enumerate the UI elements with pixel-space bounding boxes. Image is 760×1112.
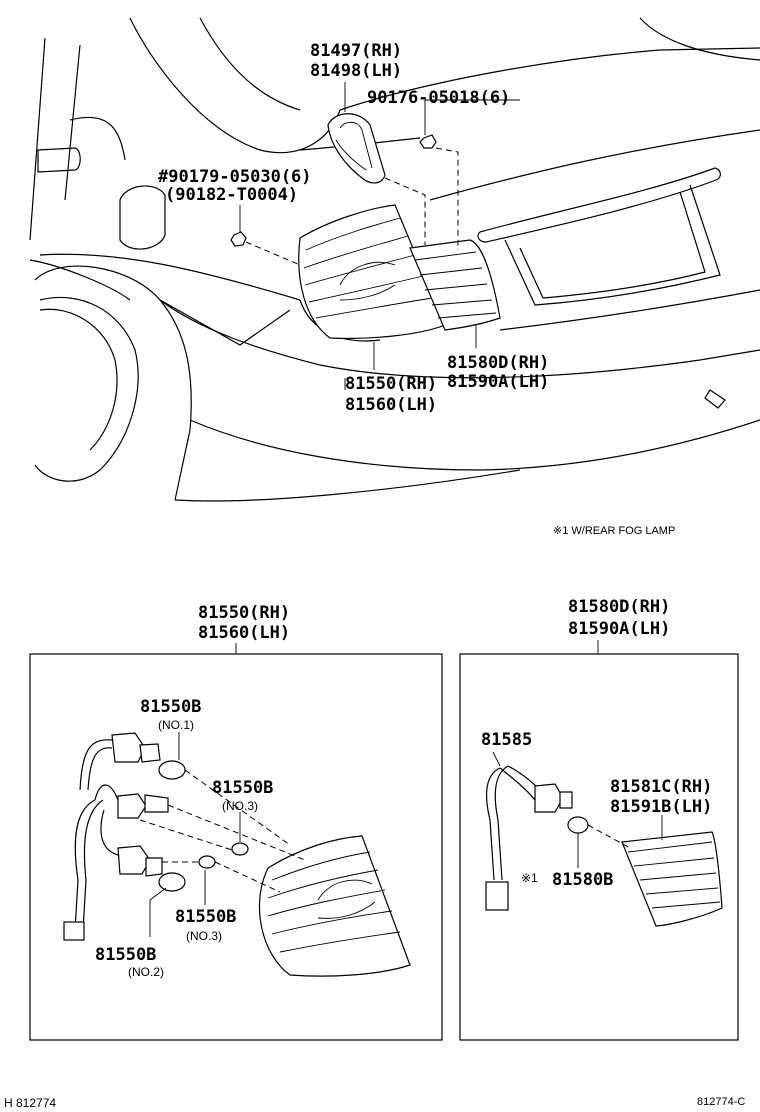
label-lens-lh: 81591B(LH) bbox=[610, 797, 712, 817]
bulb-81580b bbox=[567, 816, 589, 834]
left-leader-lines bbox=[139, 732, 306, 937]
inner-lamp-lens-right bbox=[621, 831, 723, 927]
label-bulb-no1-type: (NO.1) bbox=[158, 718, 194, 732]
label-81590a: 81590A(LH) bbox=[447, 372, 549, 392]
label-lens-rh: 81581C(RH) bbox=[610, 777, 712, 797]
label-81550: 81550(RH) bbox=[345, 374, 437, 394]
bulb-no2 bbox=[158, 872, 186, 892]
nut-90179 bbox=[230, 231, 247, 247]
right-detail-box bbox=[459, 653, 739, 1041]
label-bulb-no3-b-type: (NO.3) bbox=[186, 929, 222, 943]
wire-harness-left bbox=[63, 732, 169, 941]
nut-90176 bbox=[419, 134, 437, 149]
right-box-title-rh: 81580D(RH) bbox=[568, 597, 670, 617]
vehicle-rear-illustration bbox=[29, 17, 760, 502]
bulbs-left bbox=[158, 760, 249, 892]
label-90179: #90179-05030(6) bbox=[158, 167, 312, 187]
left-box-title-lh: 81560(LH) bbox=[198, 623, 290, 643]
footer-left-code: H 812774 bbox=[4, 1096, 56, 1110]
top-leader-lines bbox=[239, 82, 520, 390]
right-leader-lines bbox=[492, 751, 663, 868]
label-socket-81585: 81585 bbox=[481, 730, 532, 750]
right-box-title-lh: 81590A(LH) bbox=[568, 619, 670, 639]
label-bulb-no3-a: 81550B bbox=[212, 778, 273, 798]
left-detail-box bbox=[29, 653, 443, 1041]
tail-lamp-left-detail bbox=[258, 835, 411, 977]
bulb-no3-b bbox=[198, 855, 216, 869]
label-bulb-no2-type: (NO.2) bbox=[128, 965, 164, 979]
label-bulb-no3-a-type: (NO.3) bbox=[222, 799, 258, 813]
gasket-81497 bbox=[327, 113, 386, 184]
footer-right-code: 812774-C bbox=[697, 1096, 745, 1108]
tail-lamp-on-vehicle bbox=[298, 204, 501, 340]
label-81580d: 81580D(RH) bbox=[447, 353, 549, 373]
label-90176: 90176-05018(6) bbox=[367, 88, 510, 108]
bulb-no1 bbox=[158, 760, 186, 780]
label-bulb-no1: 81550B bbox=[140, 697, 201, 717]
left-box-title-rh: 81550(RH) bbox=[198, 603, 290, 623]
note-rear-fog-lamp: ※1 W/REAR FOG LAMP bbox=[553, 525, 675, 537]
socket-harness-right bbox=[485, 765, 573, 911]
label-bulb-81580b: 81580B bbox=[552, 870, 613, 890]
label-81497: 81497(RH) bbox=[310, 41, 402, 61]
label-bulb-no3-b: 81550B bbox=[175, 907, 236, 927]
label-90182: (90182-T0004) bbox=[165, 185, 298, 205]
bulb-no3-a bbox=[231, 842, 249, 856]
label-81498: 81498(LH) bbox=[310, 61, 402, 81]
label-bulb-81580b-mark: ※1 bbox=[521, 871, 538, 885]
label-bulb-no2: 81550B bbox=[95, 945, 156, 965]
label-81560: 81560(LH) bbox=[345, 395, 437, 415]
